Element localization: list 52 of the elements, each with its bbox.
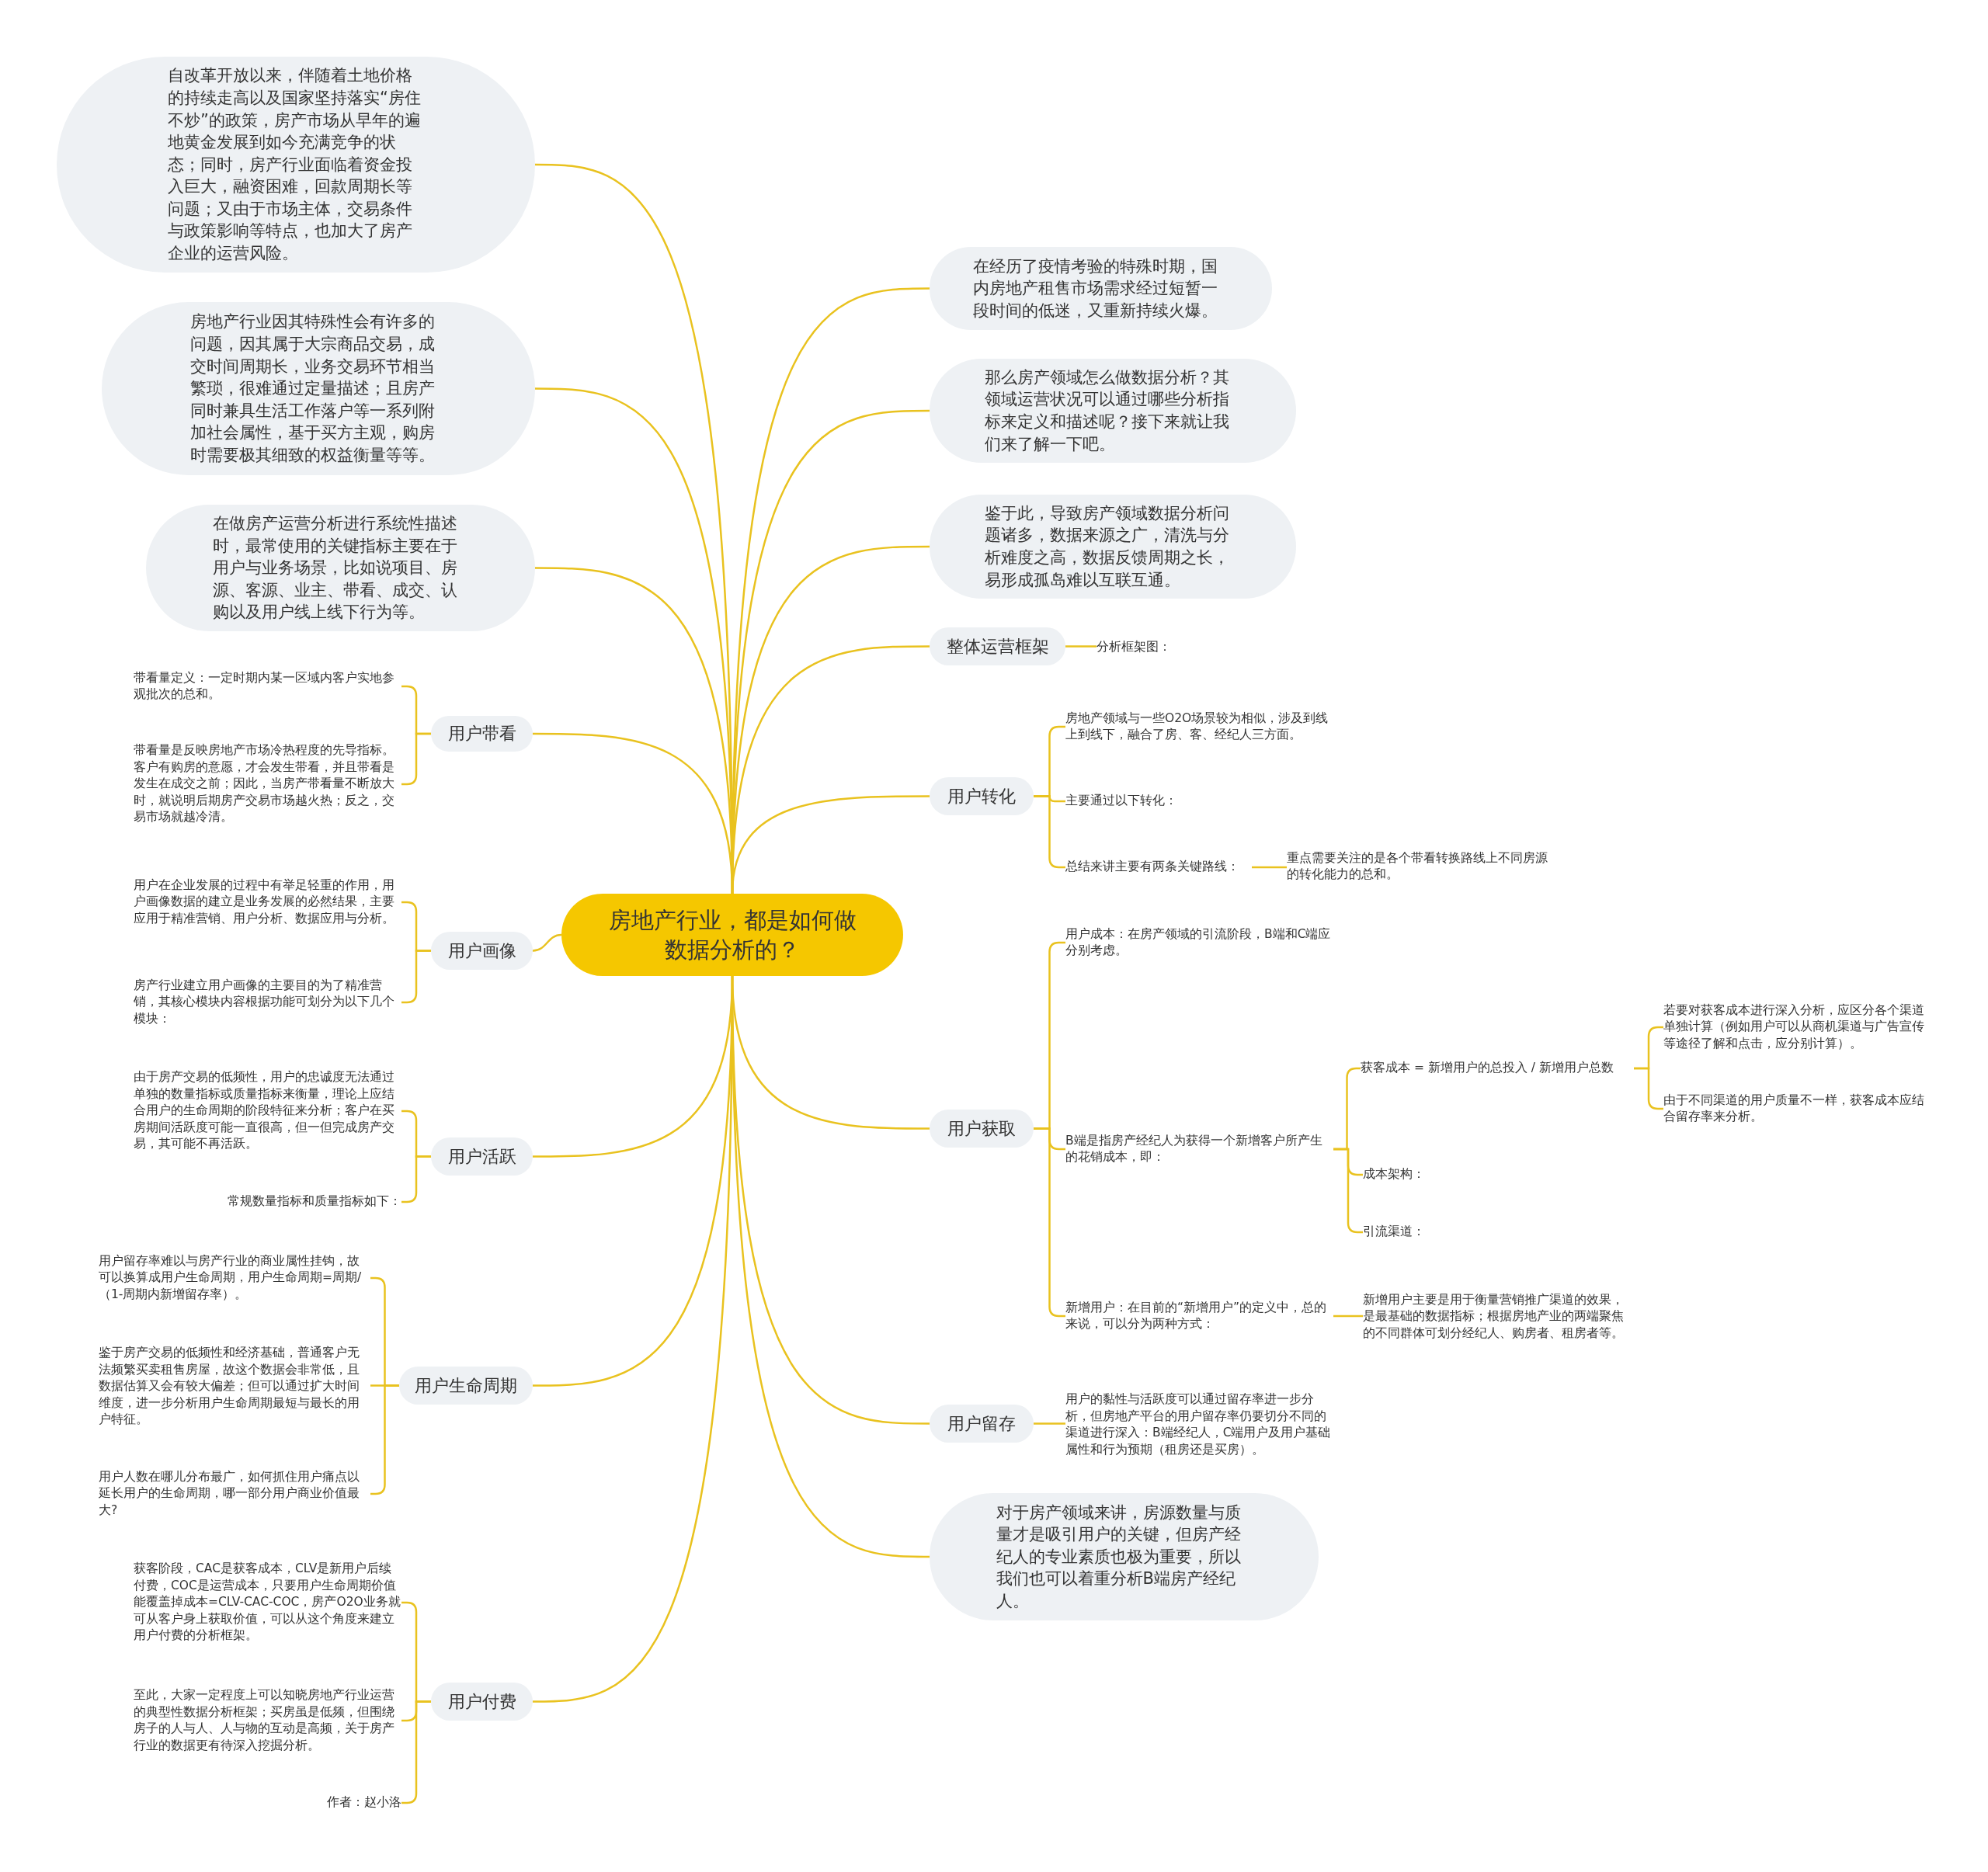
topic-bubble: 在经历了疫情考验的特殊时期，国内房地产租售市场需求经过短暂一段时间的低迷，又重新持续火爆。 (930, 247, 1272, 330)
branch-topic: 用户留存 (930, 1405, 1034, 1443)
branch-topic: 用户画像 (431, 932, 533, 970)
connector-line (1065, 645, 1097, 648)
note-text: 用户在企业发展的过程中有举足轻重的作用，用户画像数据的建立是业务发展的必然结果，主要应用于精准营销、用户分析、数据应用与分析。 (134, 867, 401, 938)
branch-topic: 用户转化 (930, 777, 1034, 815)
topic-bubble: 那么房产领域怎么做数据分析？其领域运营状况可以通过哪些分析指标来定义和描述呢？接下来就让我们来了解一下吧。 (930, 359, 1296, 463)
note-text: 新增用户：在目前的“新增用户”的定义中，总的来说，可以分为两种方式： (1065, 1297, 1333, 1335)
branch-topic: 用户生命周期 (399, 1367, 533, 1405)
note-text: 引流渠道： (1363, 1223, 1441, 1242)
note-text: 带看量是反映房地产市场冷热程度的先导指标。客户有购房的意愿，才会发生带看，并且带看是发生在成交之前；因此，当房产带看量不断放大时，就说明后期房产交易市场越火热；反之，交易市场就越冷清。 (134, 740, 401, 828)
note-text: 若要对获客成本进行深入分析，应区分各个渠道单独计算（例如用户可以从商机渠道与广告宣传等途径了解和点击，应分别计算）。 (1663, 1000, 1935, 1054)
topic-bubble: 自改革开放以来，伴随着土地价格的持续走高以及国家坚持落实“房住不炒”的政策，房产市场从早年的遍地黄金发展到如今充满竞争的状态；同时，房产行业面临着资金投入巨大，融资困难，回款周期长等问题；又由于市场主体，交易条件与政策影响等特点，也加大了房产企业的运营风险。 (57, 57, 535, 273)
note-text: 至此，大家一定程度上可以知晓房地产行业运营的典型性数据分析框架；买房虽是低频，但围绕房子的人与人、人与物的互动是高频，关于房产行业的数据更有待深入挖掘分析。 (134, 1685, 401, 1756)
connector-line (731, 976, 930, 1558)
connector-line (1634, 1067, 1663, 1110)
branch-topic: 用户付费 (431, 1683, 533, 1721)
note-text: B端是指房产经纪人为获得一个新增客户所产生的花销成本，即： (1065, 1130, 1333, 1168)
connector-line (1333, 1315, 1363, 1318)
note-text: 房地产领域与一些O2O场景较为相似，涉及到线上到线下，融合了房、客、经纪人三方面。 (1065, 700, 1333, 754)
note-text: 用户人数在哪儿分布最广，如何抓住用户痛点以延长用户的生命周期，哪一部分用户商业价值最大? (99, 1467, 370, 1521)
central-topic: 房地产行业，都是如何做数据分析的？ (561, 894, 903, 976)
note-text: 带看量定义：一定时期内某一区域内客户实地参观批次的总和。 (134, 668, 401, 705)
note-text: 成本架构： (1363, 1165, 1441, 1184)
connector-line (532, 933, 562, 952)
topic-bubble: 房地产行业因其特殊性会有许多的问题，因其属于大宗商品交易，成交时间周期长，业务交易环节相当繁琐，很难通过定量描述；且房产同时兼具生活工作落户等一系列附加社会属性，基于买方主观，购房时需要极其细致的权益衡量等等。 (102, 302, 535, 475)
note-text: 总结来讲主要有两条关键路线： (1065, 858, 1252, 877)
branch-topic: 用户获取 (930, 1110, 1034, 1148)
note-text: 由于不同渠道的用户质量不一样，获客成本应结合留存率来分析。 (1663, 1090, 1935, 1127)
note-text: 由于房产交易的低频性，用户的忠诚度无法通过单独的数量指标或质量指标来衡量，理论上应结合用户的生命周期的阶段特征来分析；客户在买房期间活跃度可能一直很高，但一但完成房产交易，其可能不再活跃。 (134, 1067, 401, 1155)
topic-bubble: 鉴于此，导致房产领域数据分析问题诸多，数据来源之广，清洗与分析难度之高，数据反馈周期之长，易形成孤岛难以互联互通。 (930, 495, 1296, 599)
connector-line (731, 795, 930, 894)
branch-topic: 整体运营框架 (930, 627, 1065, 665)
branch-topic: 用户带看 (431, 716, 533, 752)
note-text: 鉴于房产交易的低频性和经济基础，普通客户无法频繁买卖租售房屋，故这个数据会非常低，且数据估算又会有较大偏差；但可以通过扩大时间维度，进一步分析用户生命周期最短与最长的用户特征。 (99, 1342, 370, 1431)
note-text: 新增用户主要是用于衡量营销推广渠道的效果，是最基础的数据指标；根据房地产业的两端聚焦的不同群体可划分经纪人、购房者、租房者等。 (1363, 1281, 1635, 1353)
note-text: 用户留存率难以与房产行业的商业属性挂钩，故可以换算成用户生命周期，用户生命周期=周期/（1-周期内新增留存率）。 (99, 1251, 370, 1305)
note-text: 获客成本 = 新增用户的总投入 / 新增用户总数 (1361, 1059, 1634, 1078)
note-text: 作者：赵小洛 (311, 1794, 401, 1812)
connector-line (1034, 1422, 1065, 1425)
topic-bubble: 在做房产运营分析进行系统性描述时，最常使用的关键指标主要在于用户与业务场景，比如说项目、房源、客源、业主、带看、成交、认购以及用户线上线下行为等。 (146, 505, 535, 631)
connector-line (1252, 866, 1287, 869)
note-text: 重点需要关注的是各个带看转换路线上不同房源的转化能力的总和。 (1287, 848, 1555, 885)
note-text: 房产行业建立用户画像的主要目的为了精准营销，其核心模块内容根据功能可划分为以下几个模块： (134, 975, 401, 1030)
note-text: 获客阶段，CAC是获客成本，CLV是新用户后续付费，COC是运营成本，只要用户生命周期价值能覆盖掉成本=CLV-CAC-COC，房产O2O业务就可从客户身上获取价值，可以从这个角度来建立用户付费的分析框架。 (134, 1558, 401, 1647)
branch-topic: 用户活跃 (431, 1137, 533, 1176)
note-text: 用户的黏性与活跃度可以通过留存率进一步分析，但房地产平台的用户留存率仍要切分不同的渠道进行深入：B端经纪人，C端用户及用户基础属性和行为预期（租房还是买房）。 (1065, 1389, 1337, 1460)
note-text: 常规数量指标和质量指标如下： (194, 1193, 401, 1211)
note-text: 分析框架图： (1097, 638, 1182, 657)
topic-bubble: 对于房产领域来讲，房源数量与质量才是吸引用户的关键，但房产经纪人的专业素质也极为重要，所以我们也可以着重分析B端房产经纪人。 (930, 1493, 1319, 1620)
note-text: 用户成本：在房产领域的引流阶段，B端和C端应分别考虑。 (1065, 924, 1333, 961)
note-text: 主要通过以下转化： (1065, 792, 1190, 811)
